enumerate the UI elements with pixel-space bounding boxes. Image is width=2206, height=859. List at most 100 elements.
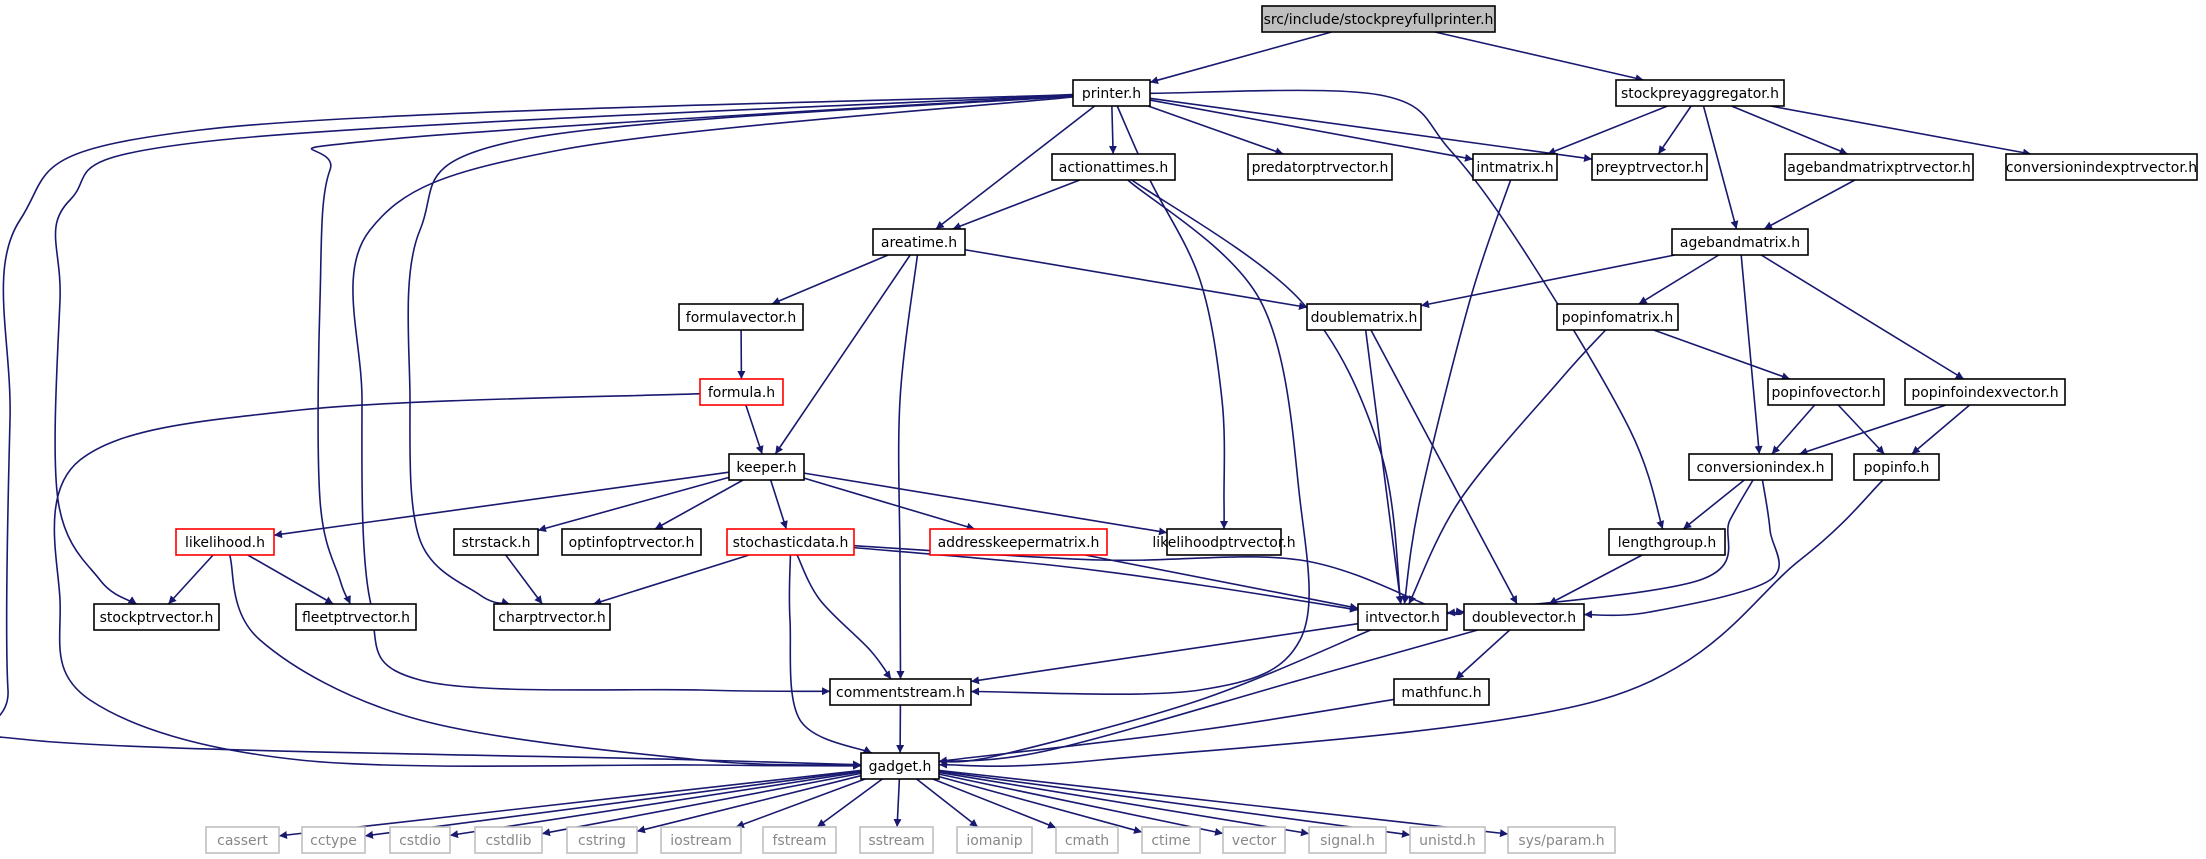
node-fleetptrvector[interactable]: fleetptrvector.h <box>295 603 417 631</box>
node-cstring: cstring <box>566 826 638 854</box>
node-intvector[interactable]: intvector.h <box>1357 603 1448 631</box>
node-box <box>1472 153 1558 181</box>
node-likelihood[interactable]: likelihood.h <box>175 528 275 556</box>
edge-keeper-to-addresskeepermatrix <box>803 477 976 531</box>
node-label: preyptrvector.h <box>1596 160 1704 176</box>
edge-printer-to-preyptrvector <box>1149 97 1593 162</box>
node-box <box>2005 153 2198 181</box>
node-preyptrvector[interactable]: preyptrvector.h <box>1591 153 1708 181</box>
node-label: cmath <box>1065 833 1109 849</box>
edge-formula-to-keeper <box>745 404 764 455</box>
node-gadget[interactable]: gadget.h <box>860 752 940 780</box>
node-ctime: ctime <box>1141 826 1201 854</box>
node-label: strstack.h <box>461 535 530 551</box>
node-lengthgroup[interactable]: lengthgroup.h <box>1608 528 1726 556</box>
node-stochasticdata[interactable]: stochasticdata.h <box>726 528 855 556</box>
edge-doublematrix-to-doublevector <box>1370 329 1518 605</box>
edge-gadget-to-cctype <box>364 770 862 839</box>
node-box <box>872 228 966 256</box>
node-box <box>1166 528 1282 556</box>
node-popinfoindexvector[interactable]: popinfoindexvector.h <box>1904 378 2066 406</box>
node-predatorptrvector[interactable]: predatorptrvector.h <box>1247 153 1393 181</box>
edge-agebandmatrix-to-popinfoindexvector <box>1760 254 1965 380</box>
node-label: stockpreyaggregator.h <box>1621 86 1779 102</box>
node-conversionindexptrvector[interactable]: conversionindexptrvector.h <box>2005 153 2198 181</box>
node-label: agebandmatrixptrvector.h <box>1787 160 1971 176</box>
edge-areatime-to-keeper <box>774 254 911 455</box>
node-cmath: cmath <box>1055 826 1119 854</box>
node-box <box>1072 79 1151 107</box>
edge-conversionindex-to-doublevector <box>1583 479 1780 619</box>
node-popinfo[interactable]: popinfo.h <box>1853 453 1940 481</box>
node-popinfovector[interactable]: popinfovector.h <box>1767 378 1885 406</box>
node-agebandmatrix[interactable]: agebandmatrix.h <box>1671 228 1809 256</box>
node-label: sstream <box>868 833 924 849</box>
edge-stochasticdata-to-commentstream <box>796 554 892 680</box>
node-areatime[interactable]: areatime.h <box>872 228 966 256</box>
node-box <box>1767 378 1885 406</box>
node-box <box>1247 153 1393 181</box>
node-vector: vector <box>1222 826 1286 854</box>
node-formula[interactable]: formula.h <box>699 378 784 406</box>
edge-gadget-to-unistd <box>938 770 1411 838</box>
node-label: conversionindex.h <box>1696 460 1824 476</box>
node-box <box>1671 228 1809 256</box>
node-stockpreyfullprinter[interactable]: src/include/stockpreyfullprinter.h <box>1261 5 1496 33</box>
node-likelihoodptrvector[interactable]: likelihoodptrvector.h <box>1152 528 1296 556</box>
node-stockpreyaggregator[interactable]: stockpreyaggregator.h <box>1615 79 1785 107</box>
edge-conversionindex-to-lengthgroup <box>1682 479 1745 530</box>
edge-agebandmatrixptrvector-to-agebandmatrix <box>1763 179 1856 230</box>
node-cassert: cassert <box>205 826 280 854</box>
node-optinfoptrvector[interactable]: optinfoptrvector.h <box>561 528 702 556</box>
node-label: printer.h <box>1082 86 1141 102</box>
node-mathfunc[interactable]: mathfunc.h <box>1393 678 1490 706</box>
edge-intmatrix-to-intvector <box>1401 179 1512 605</box>
edge-agebandmatrix-to-popinfomatrix <box>1638 254 1720 305</box>
node-label: doublevector.h <box>1472 610 1576 626</box>
edge-popinfomatrix-to-intvector <box>1408 329 1607 605</box>
node-box <box>175 528 275 556</box>
edge-likelihood-to-stockptrvector <box>167 554 214 605</box>
node-box <box>1784 153 1974 181</box>
node-box <box>762 826 837 854</box>
node-label: fleetptrvector.h <box>302 610 410 626</box>
node-strstack[interactable]: strstack.h <box>453 528 539 556</box>
node-keeper[interactable]: keeper.h <box>728 453 805 481</box>
edge-gadget-to-cstring <box>636 774 862 834</box>
node-box <box>566 826 638 854</box>
node-printer[interactable]: printer.h <box>1072 79 1151 107</box>
node-label: doublematrix.h <box>1311 310 1418 326</box>
node-box <box>1615 79 1785 107</box>
node-agebandmatrixptrvector[interactable]: agebandmatrixptrvector.h <box>1784 153 1974 181</box>
node-box <box>1306 303 1422 331</box>
node-label: stochasticdata.h <box>733 535 849 551</box>
node-unistd: unistd.h <box>1409 826 1486 854</box>
node-box <box>1222 826 1286 854</box>
node-stockptrvector[interactable]: stockptrvector.h <box>93 603 220 631</box>
edge-stockpreyaggregator-to-conversionindexptrvector <box>1770 105 2032 157</box>
edge-gadget-to-ctime <box>938 775 1143 834</box>
node-label: commentstream.h <box>836 685 965 701</box>
edge-printer-to-fleetptrvector <box>310 94 1074 605</box>
edge-likelihood-to-fleetptrvector <box>247 554 334 605</box>
node-addresskeepermatrix[interactable]: addresskeepermatrix.h <box>929 528 1108 556</box>
node-box <box>829 678 972 706</box>
node-formulavector[interactable]: formulavector.h <box>678 303 804 331</box>
node-box <box>1556 303 1679 331</box>
node-box <box>1261 5 1496 33</box>
node-commentstream[interactable]: commentstream.h <box>829 678 972 706</box>
node-charptrvector[interactable]: charptrvector.h <box>493 603 611 631</box>
edge-gadget-to-sysparam <box>938 769 1509 838</box>
node-doublematrix[interactable]: doublematrix.h <box>1306 303 1422 331</box>
edges-layer <box>0 31 2032 839</box>
node-iostream: iostream <box>660 826 742 854</box>
node-conversionindex[interactable]: conversionindex.h <box>1688 453 1833 481</box>
node-box <box>1904 378 2066 406</box>
node-doublevector[interactable]: doublevector.h <box>1463 603 1585 631</box>
edge-doublevector-to-mathfunc <box>1455 629 1511 680</box>
node-intmatrix[interactable]: intmatrix.h <box>1472 153 1558 181</box>
node-actionattimes[interactable]: actionattimes.h <box>1051 153 1176 181</box>
edge-stockpreyaggregator-to-agebandmatrix <box>1702 105 1739 230</box>
node-popinfomatrix[interactable]: popinfomatrix.h <box>1556 303 1679 331</box>
node-box <box>1393 678 1490 706</box>
